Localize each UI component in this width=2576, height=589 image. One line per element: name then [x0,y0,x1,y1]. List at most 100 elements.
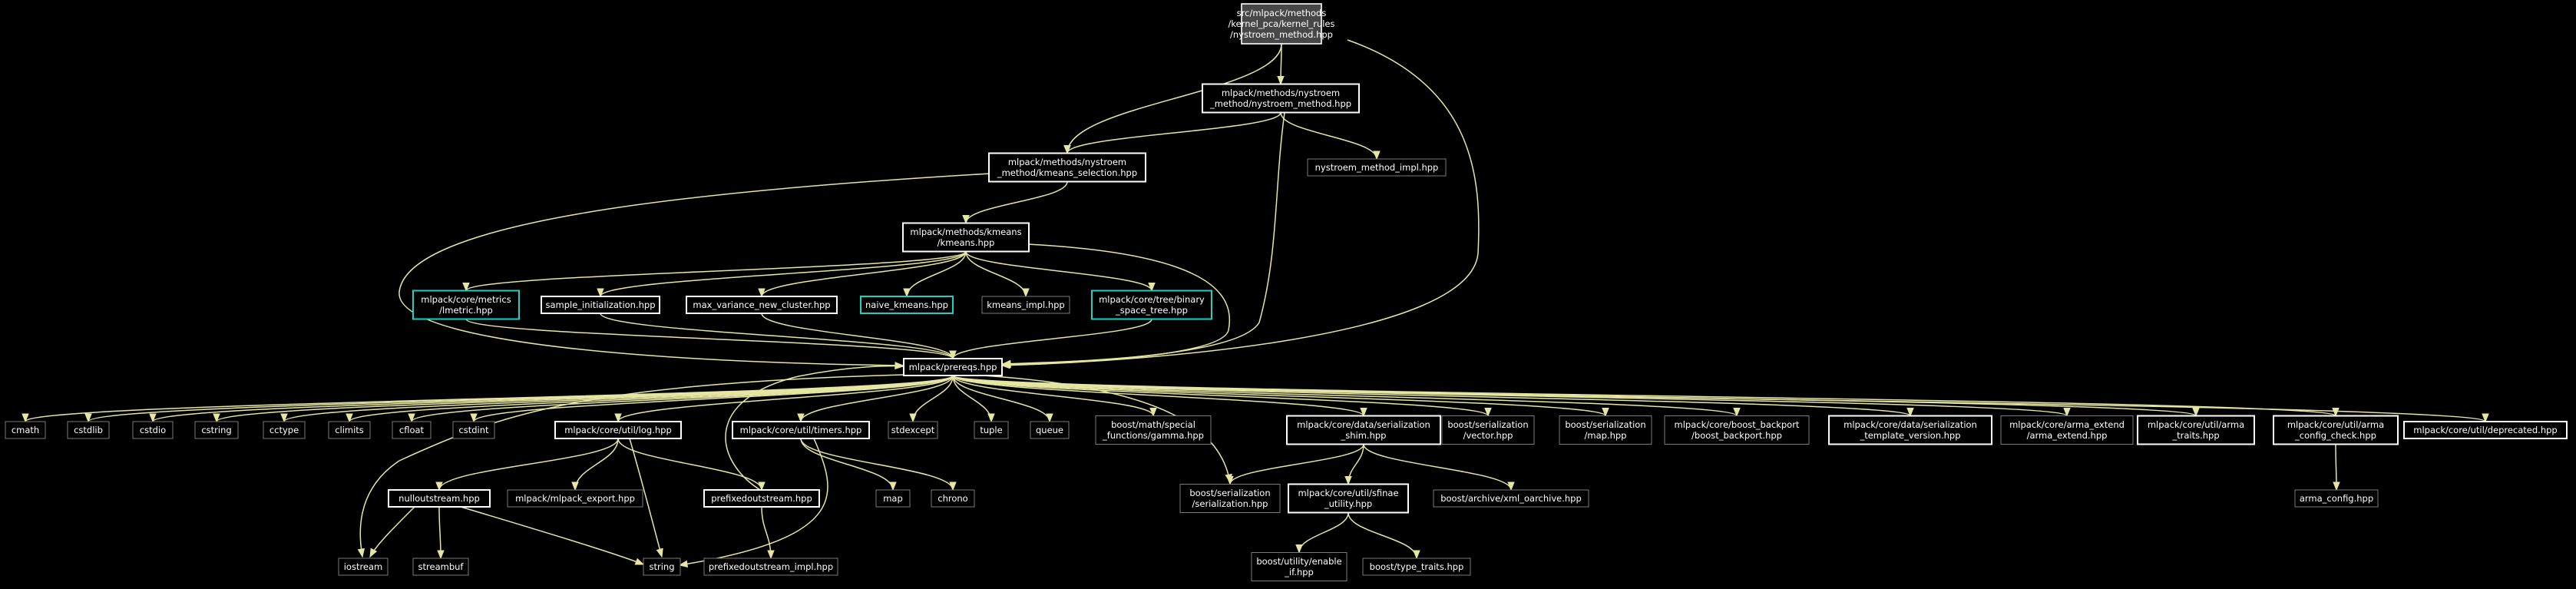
node-nystroem_method-box [1202,83,1360,114]
node-deprecated[interactable]: mlpack/core/util/deprecated.hpp [2403,421,2568,439]
node-backport: mlpack/core/boost_backport/boost_backpor… [1664,415,1810,445]
node-bs_serialization-label-line: /serialization.hpp [1192,498,1268,509]
node-nulloutstream-box [388,489,491,508]
node-nystroem_method[interactable]: mlpack/methods/nystroem_method/nystroem_… [1202,83,1360,114]
node-prefixed_impl-box [703,558,838,576]
node-arma_config_check[interactable]: mlpack/core/util/arma_config_check.hpp [2273,415,2399,445]
arrowhead-log-to-prefixed [758,481,766,491]
node-kmeans_impl-label-line: kmeans_impl.hpp [987,299,1064,310]
node-naive_kmeans-label-line: naive_kmeans.hpp [865,299,948,310]
node-naive_kmeans-box [860,296,954,314]
node-arma_traits-box [2137,415,2255,445]
node-max_var-box [686,296,838,314]
node-root-label-line: /nystroem_method.hpp [1230,29,1333,40]
node-prereqs-box [903,358,1003,376]
arrowhead-prefixed-to-prereqs [894,362,904,370]
node-map-box [875,489,911,508]
node-shim-box [1286,415,1441,445]
arrowhead-prereqs-to-cstring [213,413,220,423]
edge-prereqs-to-bs_map [952,375,1606,417]
node-sfinae[interactable]: mlpack/core/util/sfinae_utility.hpp [1288,483,1409,514]
edge-log-to-prefixed [617,438,762,491]
node-bs_serialization: boost/serialization/serialization.hpp [1179,484,1281,513]
node-cfloat-label-line: cfloat [399,425,425,435]
node-kmeans_impl: kmeans_impl.hpp [981,296,1070,314]
node-kmeans-label-line: mlpack/methods/kmeans [910,227,1021,237]
node-nulloutstream[interactable]: nulloutstream.hpp [388,489,491,508]
node-climits-box [328,421,371,439]
node-shim-label-line: mlpack/core/data/serialization [1297,419,1430,430]
node-prereqs[interactable]: mlpack/prereqs.hpp [903,358,1003,376]
node-stdexcept-label-line: stdexcept [891,425,935,435]
node-arma_extend-label-line: mlpack/core/arma_extend [2009,419,2125,430]
node-timers[interactable]: mlpack/core/util/timers.hpp [732,421,870,439]
node-prereqs-label-line: mlpack/prereqs.hpp [909,362,997,372]
node-map: map [875,489,911,508]
arrowhead-kmeans-to-prereqs [1001,360,1011,369]
node-bs_map: boost/serialization/map.hpp [1559,415,1652,445]
edge-kmeans-to-lmetric [465,250,967,292]
edge-prereqs-to-timers [800,375,954,422]
node-log[interactable]: mlpack/core/util/log.hpp [554,421,682,439]
node-naive_kmeans[interactable]: naive_kmeans.hpp [860,296,954,314]
arrowhead-log-to-nulloutstream [435,481,443,491]
node-kmeans[interactable]: mlpack/methods/kmeans/kmeans.hpp [902,222,1030,253]
node-streambuf-label-line: streambuf [418,561,465,572]
edge-prereqs-to-deprecated [952,375,2486,422]
node-bst-label-line: _space_tree.hpp [1115,305,1188,316]
node-bst[interactable]: mlpack/core/tree/binary_space_tree.hpp [1091,290,1212,320]
node-bs_serialization-box [1179,484,1281,513]
node-bs_map-label-line: /map.hpp [1585,430,1627,441]
edge-shim-to-bs_serialization [1229,444,1364,485]
arrowhead-prereqs-to-backport [1733,408,1741,417]
edge-kmeans_selection-to-kmeans [965,181,1068,223]
arrowhead-shim-to-bs_serialization [1226,476,1234,485]
edge-lmetric-to-prereqs [465,318,954,359]
node-deprecated-label-line: mlpack/core/util/deprecated.hpp [2413,425,2557,435]
node-kmeans_selection[interactable]: mlpack/methods/nystroem_method/kmeans_se… [988,152,1146,183]
arrowhead-prereqs-to-tuple [987,413,995,423]
node-shim[interactable]: mlpack/core/data/serialization_shim.hpp [1286,415,1441,445]
node-kmeans-box [902,222,1030,253]
arrowhead-prereqs-to-cctype [280,413,288,423]
edge-kmeans-to-prereqs [1002,243,1231,366]
node-kmeans_selection-label-line: _method/kmeans_selection.hpp [997,167,1137,178]
node-xml_oarchive: boost/archive/xml_oarchive.hpp [1433,489,1589,508]
node-cstdio-box [132,421,174,439]
arrowhead-prefixed-to-prefixed_impl [767,550,775,560]
node-lmetric-box [412,290,520,320]
node-kmeans_impl-box [981,296,1070,314]
node-prefixed[interactable]: prefixedoutstream.hpp [703,489,820,508]
edge-prereqs-to-cstdint [473,375,954,422]
edge-root-to-prereqs [1001,39,1480,366]
node-xml_oarchive-label-line: boost/archive/xml_oarchive.hpp [1440,493,1582,504]
node-lmetric-label-line: mlpack/core/metrics [421,294,511,305]
node-root[interactable]: src/mlpack/methods/kernel_pca/kernel_rul… [1228,3,1335,45]
arrowhead-timers-to-chrono [949,481,957,491]
node-tmpl_ver[interactable]: mlpack/core/data/serialization_template_… [1828,415,1992,445]
arrowhead-sfinae-to-enable_if [1295,544,1303,554]
arrowhead-prereqs-to-cfloat [408,413,415,423]
node-shim-label-line: _shim.hpp [1341,430,1387,441]
arrowhead-nystroem_method-to-kmeans_selection [1063,145,1071,154]
node-arma_traits[interactable]: mlpack/core/util/arma_traits.hpp [2137,415,2255,445]
edge-prereqs-to-cstdio [152,375,954,422]
node-cstdlib: cstdlib [67,421,110,439]
edge-prereqs-to-queue [952,375,1050,422]
node-lmetric[interactable]: mlpack/core/metrics/lmetric.hpp [412,290,520,320]
node-nystroem_impl-box [1307,158,1447,177]
edge-nulloutstream-to-iostream [369,506,415,558]
edge-prereqs-to-gamma [952,375,1154,416]
node-chrono: chrono [931,489,975,508]
node-cctype-label-line: cctype [270,425,299,435]
node-max_var[interactable]: max_variance_new_cluster.hpp [686,296,838,314]
node-mlpack_export: mlpack/mlpack_export.hpp [507,489,643,508]
node-iostream-label-line: iostream [344,561,383,572]
node-arma_config: arma_config.hpp [2294,489,2379,508]
node-sample_init[interactable]: sample_initialization.hpp [541,296,660,314]
node-cstdio-label-line: cstdio [140,425,166,435]
node-backport-label-line: /boost_backport.hpp [1691,430,1782,441]
node-xml_oarchive-box [1433,489,1589,508]
edge-root-to-kmeans_selection [1066,43,1282,154]
